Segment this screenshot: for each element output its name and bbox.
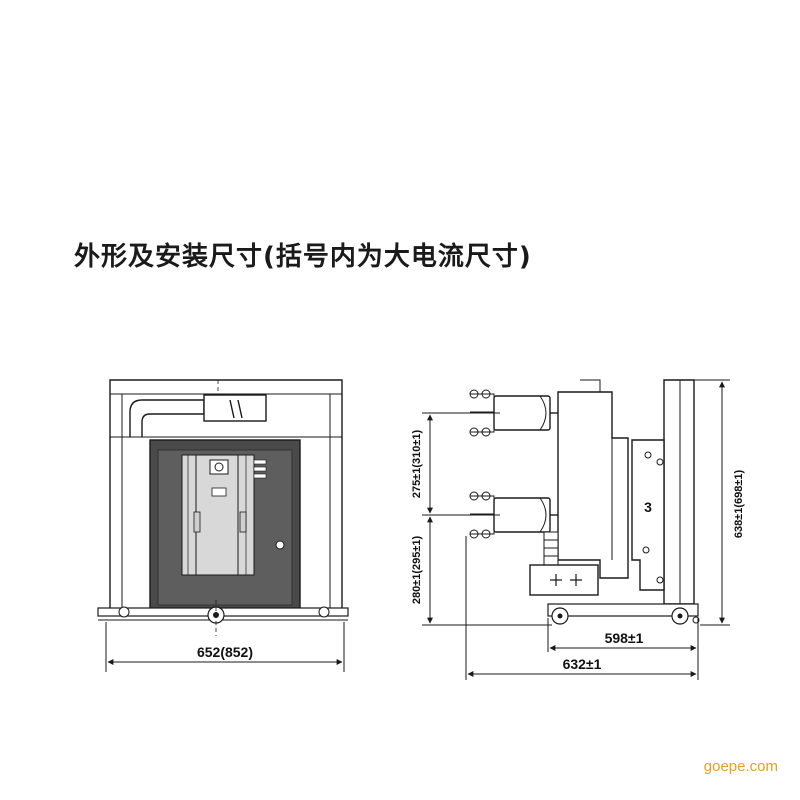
side-base-rail xyxy=(547,603,699,617)
front-indicator-lamps xyxy=(253,459,267,479)
side-dimensions xyxy=(422,379,730,680)
side-panel-number: 3 xyxy=(644,499,652,515)
page-title: 外形及安装尺寸(括号内为大电流尺寸) xyxy=(74,242,532,272)
watermark: goepe.com xyxy=(703,758,778,775)
front-view xyxy=(97,379,349,636)
side-upper-pole xyxy=(493,395,551,431)
rail-dim-label: 598±1 xyxy=(605,630,644,646)
total-height-label: 638±1(698±1) xyxy=(733,469,745,538)
side-lower-bracket xyxy=(529,564,599,596)
front-top-cable xyxy=(129,399,205,437)
lower-height-label: 280±1(295±1) xyxy=(411,535,423,604)
side-rear-frame xyxy=(663,379,695,605)
side-view xyxy=(469,379,700,625)
side-insulator xyxy=(543,531,559,567)
pole-spacing-label: 275±1(310±1) xyxy=(411,429,423,498)
side-lower-pole xyxy=(493,497,551,533)
side-mounting-plate xyxy=(631,439,665,591)
front-knob-icon xyxy=(275,540,285,550)
front-width-label: 652(852) xyxy=(197,644,253,660)
side-main-body xyxy=(557,391,629,579)
front-width-dimension xyxy=(105,622,345,672)
front-top-mechanism xyxy=(203,394,267,422)
overall-depth-label: 632±1 xyxy=(563,656,602,672)
